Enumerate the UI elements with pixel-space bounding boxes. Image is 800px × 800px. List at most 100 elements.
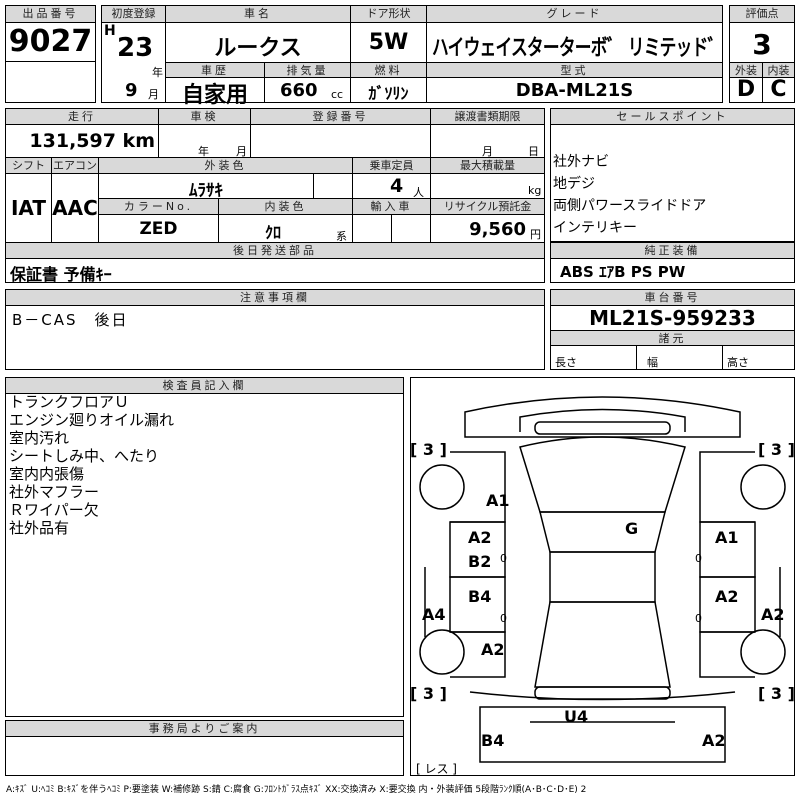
sales-points-label: セールスポイント — [550, 108, 795, 125]
shift: IAT — [10, 196, 46, 220]
inspector-line: 社外マフラー — [9, 483, 100, 501]
model-code: DBA-ML21S — [515, 80, 634, 101]
car-name-label: 車名 — [165, 5, 351, 23]
shift-label: シフト — [5, 157, 52, 174]
length-label: 長さ — [555, 356, 577, 369]
color-no: ZED — [139, 219, 178, 239]
inspection-year-unit: 年 — [198, 145, 209, 158]
chassis-label: 車台番号 — [550, 289, 795, 306]
reg-year: 23 — [117, 33, 154, 63]
model-label: 型式 — [426, 62, 723, 78]
era: H — [104, 23, 116, 39]
damage-mark: [ 3 ] — [758, 684, 795, 703]
displacement-unit: cc — [331, 88, 344, 101]
later-parts-label: 後日発送部品 — [5, 242, 545, 259]
ext-color-label: 外装色 — [98, 157, 353, 174]
reg-no-label: 登録番号 — [250, 108, 431, 125]
damage-mark: [ レス ] — [416, 762, 457, 776]
damage-mark: G — [625, 519, 639, 538]
transfer-month-unit: 月 — [482, 145, 493, 158]
equipment: ABS ｴｱB PS PW — [560, 263, 686, 281]
damage-mark: A2 — [702, 731, 726, 750]
sales-point: インテリキー — [553, 220, 637, 236]
sales-point: 社外ナビ — [553, 154, 609, 170]
width-label: 幅 — [647, 356, 658, 369]
damage-mark: B4 — [468, 587, 492, 606]
fuel: ｶﾞｿﾘﾝ — [368, 84, 409, 103]
max-load-unit: kg — [528, 184, 542, 197]
max-load-label: 最大積載量 — [430, 157, 545, 174]
inspector-line: エンジン廻りオイル漏れ — [9, 411, 175, 429]
reg-month: 9 — [125, 80, 138, 101]
damage-mark: A1 — [715, 528, 739, 547]
inspector-line: 社外品有 — [9, 519, 70, 537]
damage-mark: B2 — [468, 552, 492, 571]
damage-mark: 0 — [500, 612, 507, 625]
recycle-unit: 円 — [530, 228, 541, 241]
damage-mark: B4 — [481, 731, 505, 750]
damage-mark: 0 — [695, 612, 702, 625]
ac-label: エアコン — [51, 157, 99, 174]
ac: AAC — [52, 196, 98, 220]
inspector-line: Ｒワイパー欠 — [9, 501, 99, 519]
first-reg-label: 初度登録 — [101, 5, 166, 23]
later-parts: 保証書 予備ｷｰ — [10, 265, 112, 284]
displacement: 660 — [280, 80, 318, 101]
sales-points-list: 社外ナビ 地デジ 両側パワースライドドア インテリキー — [553, 151, 706, 239]
inspector-line: 室内汚れ — [9, 429, 70, 447]
sales-point: 両側パワースライドドア — [553, 198, 707, 214]
inspector-line: トランクフロアＵ — [9, 393, 130, 411]
inspector-line: 室内内張傷 — [9, 465, 85, 483]
grade: ハイウェイスターターボ゛ リミテッド゛ — [432, 36, 723, 61]
import-label: 輸入車 — [352, 198, 431, 215]
damage-mark: [ 3 ] — [410, 440, 447, 459]
int-color: ｸﾛ — [264, 223, 281, 242]
car-outline-icon — [419, 396, 786, 763]
capacity: 4 — [390, 175, 404, 197]
int-color-label: 内装色 — [218, 198, 353, 215]
dims-label: 諸元 — [550, 330, 795, 346]
notes-label: 注意事項欄 — [5, 289, 545, 306]
notes: B－CAS 後日 — [12, 311, 129, 329]
damage-mark: [ 3 ] — [758, 440, 795, 459]
score-label: 評価点 — [729, 5, 795, 23]
capacity-label: 乗車定員 — [352, 157, 431, 174]
door-type: 5W — [368, 30, 409, 55]
lot-number: 9027 — [8, 24, 93, 59]
chassis-number: ML21S-959233 — [589, 306, 756, 330]
damage-mark: 0 — [500, 552, 507, 565]
ext-score-label: 外装 — [729, 62, 763, 78]
damage-mark: A4 — [422, 605, 446, 624]
damage-mark: A2 — [715, 587, 739, 606]
equipment-label: 純正装備 — [550, 242, 795, 259]
damage-mark: U4 — [564, 707, 589, 726]
history-label: 車歴 — [165, 62, 265, 78]
int-color-unit: 系 — [336, 230, 347, 243]
transfer-day-unit: 日 — [528, 145, 539, 158]
inspection-label: 車検 — [158, 108, 251, 125]
office-label: 事務局よりご案内 — [5, 720, 404, 737]
car-diagram — [410, 377, 795, 776]
month-unit: 月 — [148, 88, 159, 101]
legend: A:ｷｽﾞ U:ﾍｺﾐ B:ｷｽﾞを伴うﾍｺﾐ P:要塗装 W:補修跡 S:錆 … — [6, 785, 587, 795]
inspection-month-unit: 月 — [236, 145, 247, 158]
height-label: 高さ — [727, 356, 749, 369]
inspector-line: シートしみ中、へたり — [9, 447, 160, 465]
lot-label: 出品番号 — [5, 5, 96, 23]
color-no-label: カラーNo. — [98, 198, 219, 215]
displacement-label: 排気量 — [264, 62, 351, 78]
damage-mark: A2 — [481, 640, 505, 659]
door-label: ドア形状 — [350, 5, 427, 23]
recycle-label: リサイクル預託金 — [430, 198, 545, 215]
sales-point: 地デジ — [553, 176, 595, 192]
grade-label: グレード — [426, 5, 723, 23]
mileage-label: 走行 — [5, 108, 159, 125]
ext-color: ﾑﾗｻｷ — [189, 181, 223, 201]
fuel-label: 燃料 — [350, 62, 427, 78]
overall-score: 3 — [752, 28, 772, 61]
int-score-label: 内装 — [762, 62, 795, 78]
capacity-unit: 人 — [413, 186, 424, 199]
history: 自家用 — [181, 83, 248, 108]
mileage: 131,597 km — [29, 130, 155, 152]
transfer-label: 譲渡書類期限 — [430, 108, 545, 125]
